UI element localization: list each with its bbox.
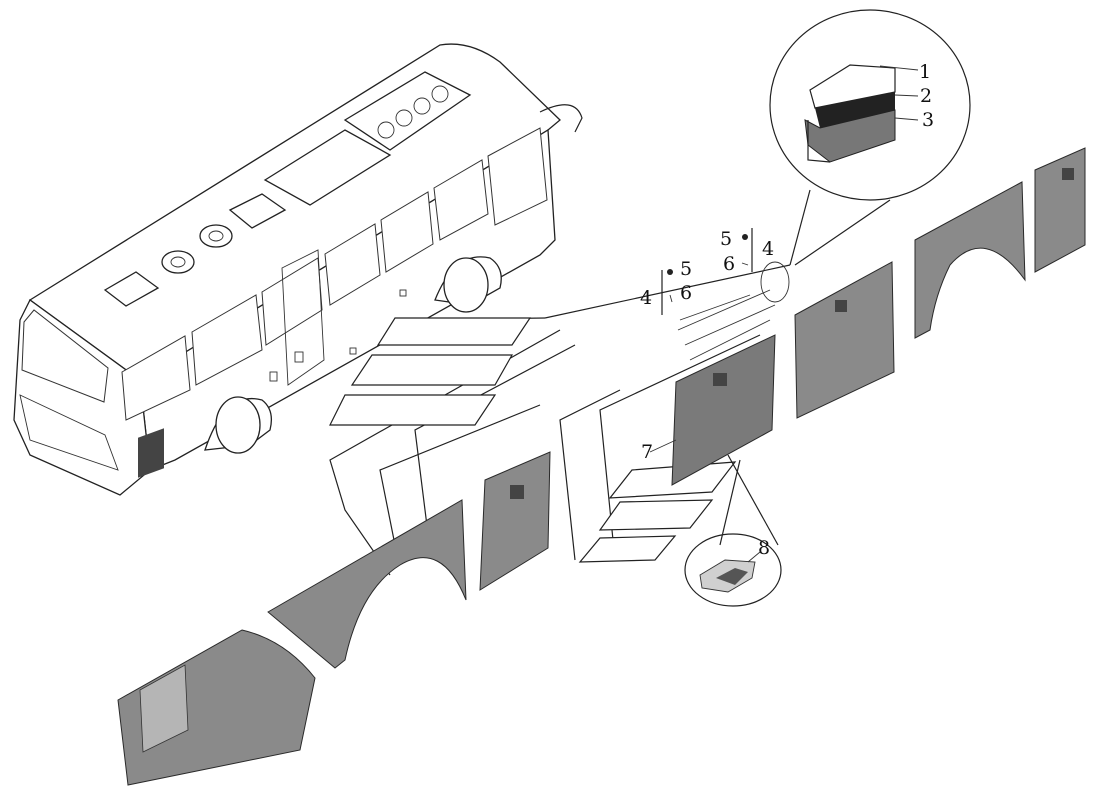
panel-vent-icon-3 [713, 373, 727, 386]
detail-circle-bracket [684, 454, 782, 607]
side-mirror [539, 104, 583, 133]
front-panel-grille [139, 664, 189, 753]
callout-4a: 4 [640, 287, 652, 309]
detail-ring [760, 261, 790, 303]
panel-vent-icon [1062, 168, 1074, 180]
callout-labels: 1 2 3 4 5 6 5 6 4 7 8 [640, 61, 934, 559]
panel-vent-icon-4 [510, 485, 524, 499]
roof-vent-icon [199, 224, 233, 248]
skirt-panel-arch-right [914, 181, 1026, 339]
callout-1: 1 [919, 61, 931, 83]
callout-2: 2 [920, 85, 932, 107]
trim-strips [661, 228, 776, 361]
bus-illustration [13, 43, 583, 496]
callout-8: 8 [758, 537, 770, 559]
skirt-panel-door [479, 451, 551, 591]
front-vent-icon [138, 428, 164, 478]
white-panel-set-left [329, 317, 532, 426]
detail-circle-profile [769, 9, 971, 201]
callout-4b: 4 [762, 238, 774, 260]
roof-hatch-front [103, 271, 160, 307]
panel-vent-icon-2 [835, 300, 847, 312]
roof-hatch-rear [228, 193, 287, 229]
skirt-panel-center [671, 334, 776, 486]
callout-5a: 5 [680, 258, 692, 280]
callout-6b: 6 [723, 253, 735, 275]
callout-7: 7 [641, 441, 653, 463]
skirt-panel-front [117, 629, 316, 786]
callout-5b: 5 [720, 228, 732, 250]
side-skirt-panels [117, 147, 1086, 786]
white-panel-set-right [578, 461, 737, 563]
skirt-panel-rear [1034, 147, 1086, 273]
leader-7 [649, 439, 677, 453]
callout-6a: 6 [680, 282, 692, 304]
skirt-panel-arch-left [267, 499, 467, 669]
callout-3: 3 [922, 109, 934, 131]
skirt-panel-mid-right [794, 261, 895, 419]
roof-vent-icon-2 [161, 250, 195, 274]
